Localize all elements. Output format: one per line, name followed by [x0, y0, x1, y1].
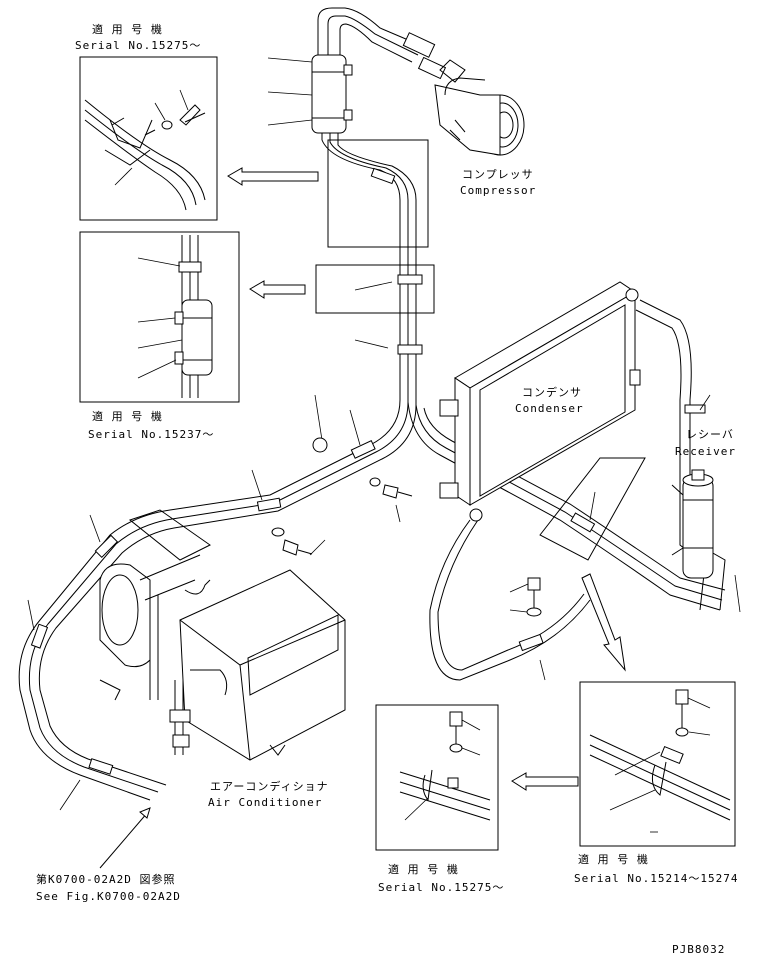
mid-left-serial-label: Serial No.15237～	[88, 428, 214, 441]
bottom-mid-serial-label: Serial No.15275～	[378, 881, 504, 894]
compressor-assembly	[317, 7, 525, 156]
reference-arrow	[99, 807, 151, 869]
bottom-right-serial-label: Serial No.15214～15274	[574, 872, 738, 885]
detail-box-mid-left	[79, 231, 240, 403]
receiver-label-en: Receiver	[675, 445, 736, 458]
compressor-label-en: Compressor	[460, 184, 536, 197]
top-left-serial-label: Serial No.15275～	[75, 39, 201, 52]
fig-ref-label-jp: 第K0700-02A2D 図参照	[36, 872, 175, 886]
detail-box-bottom-right	[579, 681, 736, 847]
compressor-label-jp: コンプレッサ	[462, 168, 534, 181]
bottom-mid-applicability-label: 適 用 号 機	[388, 862, 459, 876]
mid-left-applicability-label: 適 用 号 機	[92, 409, 163, 423]
arrow-down-right	[581, 573, 626, 672]
detail-box-bottom-middle	[375, 704, 499, 851]
receiver-drier	[671, 394, 714, 579]
bottom-right-applicability-label: 適 用 号 機	[578, 852, 649, 866]
drawing-code: PJB8032	[672, 943, 725, 956]
arrow-left-top	[227, 167, 319, 186]
fasteners-center	[271, 437, 542, 617]
detail-box-top-left	[79, 56, 218, 221]
air-conditioner-unit	[99, 509, 346, 761]
pipe-clamps	[27, 167, 741, 811]
arrow-left-bottom	[511, 772, 579, 791]
fig-ref-label-en: See Fig.K0700-02A2D	[36, 890, 181, 903]
arrow-left-mid	[249, 280, 306, 299]
aircon-label-jp: エアーコンディショナ	[210, 779, 329, 793]
condenser-label-en: Condenser	[515, 402, 584, 415]
muffler-cylinder	[267, 54, 353, 134]
callout-boxes	[315, 139, 646, 561]
condenser-unit	[439, 281, 641, 522]
receiver-label-jp: レシーバ	[686, 428, 734, 441]
aircon-label-en: Air Conditioner	[208, 796, 322, 809]
top-left-applicability-label: 適 用 号 機	[92, 22, 163, 36]
condenser-label-jp: コンデンサ	[522, 385, 582, 399]
